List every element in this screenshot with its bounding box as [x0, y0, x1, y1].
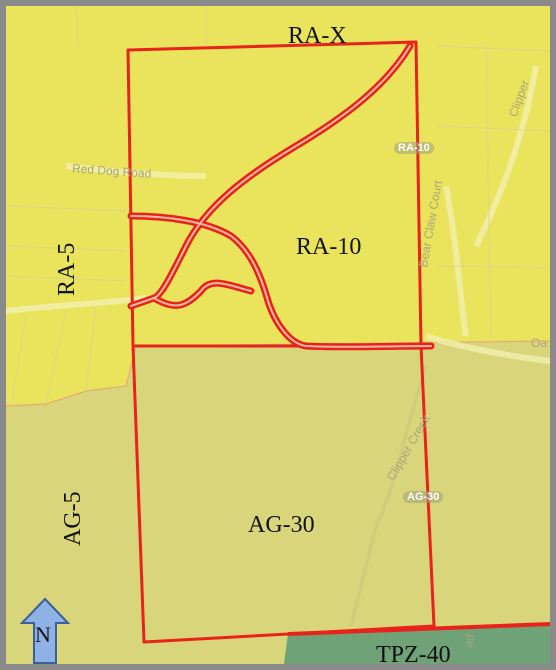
zone-label-ag-5: AG-5	[60, 491, 86, 546]
zone-label-ra-10: RA-10	[296, 234, 362, 260]
north-arrow-label: N	[35, 622, 51, 647]
map-canvas	[6, 6, 550, 664]
zone-label-ra-5: RA-5	[54, 242, 80, 296]
zone-label-ra-x: RA-X	[288, 23, 347, 49]
tpz-zone-area	[284, 624, 550, 664]
creek-line	[349, 365, 428, 627]
parcel-grid	[6, 6, 550, 407]
zone-label-ag-30: AG-30	[248, 512, 315, 538]
base-roads	[6, 65, 550, 364]
badge-ag-30: AG-30	[403, 491, 444, 503]
highlighted-road	[127, 42, 435, 351]
zone-label-tpz-40: TPZ-40	[376, 642, 451, 668]
north-arrow-icon	[20, 597, 70, 664]
badge-ra-10: RA-10	[394, 142, 434, 154]
road-label-partial-bottom: ad	[461, 632, 478, 649]
road-label-partial-right: Oa	[531, 336, 548, 350]
